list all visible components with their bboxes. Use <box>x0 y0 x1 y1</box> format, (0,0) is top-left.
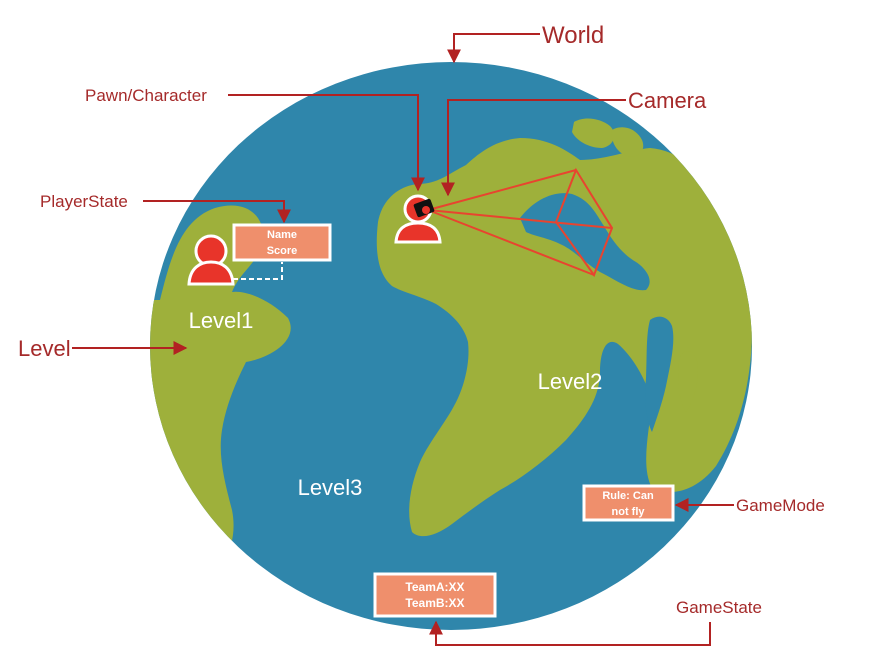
player-state-arrow <box>143 200 291 224</box>
player-state-connector <box>233 262 283 280</box>
game-state-box: TeamA:XX TeamB:XX <box>373 572 497 618</box>
game-state-line2: TeamB:XX <box>405 596 464 610</box>
inner-sea <box>520 193 650 291</box>
player-icon <box>187 234 235 286</box>
level3-label: Level3 <box>298 475 363 500</box>
player-state-box: Name Score <box>232 223 332 262</box>
camera-arrow <box>441 99 626 197</box>
pawn-arrow <box>228 94 425 192</box>
level-callout: Level <box>18 336 71 361</box>
world-arrow <box>447 33 540 64</box>
continent-west <box>150 205 291 561</box>
game-state-callout: GameState <box>676 598 762 617</box>
game-mode-box: Rule: Can not fly <box>582 484 675 522</box>
island-southeast <box>678 350 698 412</box>
game-state-arrow <box>429 620 711 646</box>
game-mode-callout: GameMode <box>736 496 825 515</box>
camera-frustum <box>427 167 614 278</box>
game-mode-line2: not fly <box>612 506 646 518</box>
game-mode-line1: Rule: Can <box>602 490 654 502</box>
camera-icon <box>413 198 435 218</box>
level1-label: Level1 <box>189 308 254 333</box>
player-state-line2: Score <box>267 245 298 257</box>
player-state-line1: Name <box>267 229 297 241</box>
island-north <box>572 118 615 148</box>
player-state-callout: PlayerState <box>40 192 128 211</box>
island-northeast <box>611 127 644 157</box>
globe <box>150 62 752 630</box>
pawn-callout: Pawn/Character <box>85 86 207 105</box>
lake <box>645 316 674 432</box>
continent-east <box>376 138 752 537</box>
game-state-line1: TeamA:XX <box>405 580 464 594</box>
callout-arrows <box>72 33 734 646</box>
world-callout: World <box>542 22 604 49</box>
level2-label: Level2 <box>538 369 603 394</box>
camera-callout: Camera <box>628 88 707 113</box>
